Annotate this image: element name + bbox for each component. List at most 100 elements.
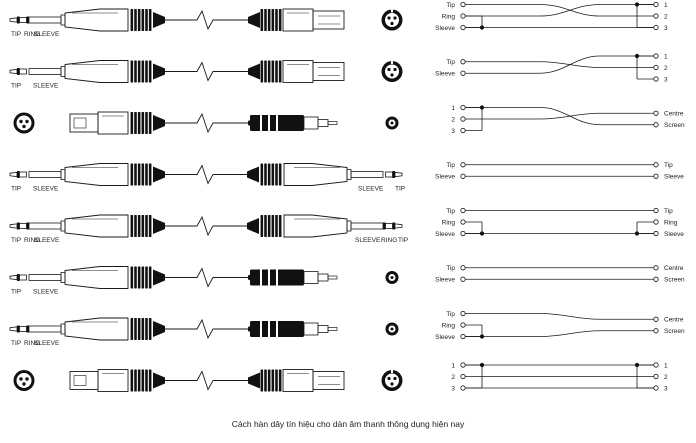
solder-junction [479, 362, 485, 368]
pin-terminal-left [460, 127, 466, 134]
wire [465, 4, 654, 17]
pin-terminal-left [460, 173, 466, 179]
pin-terminal-right [653, 207, 659, 214]
diagram-caption: Cách hàn dây tín hiệu cho dàn âm thanh t… [231, 419, 465, 429]
connector-label: RING [24, 237, 40, 244]
pin-label-left: 1 [451, 105, 455, 112]
solder-junction [634, 231, 640, 236]
pin-label-left: Tip [446, 2, 455, 9]
solder-junction [479, 105, 485, 110]
connector-label: RING [24, 340, 40, 347]
pin-label-left: Ring [442, 219, 456, 226]
pin-terminal-left [460, 373, 466, 380]
pin-terminal-right [653, 316, 659, 322]
connector-label: TIP [11, 83, 21, 90]
pin-label-right: Ring [664, 219, 678, 226]
pin-label-right: Centre [664, 111, 684, 118]
pin-label-right: 2 [664, 65, 668, 72]
pin-terminal-left [460, 265, 466, 271]
connector-label: TIP [395, 186, 405, 193]
pin-label-right: Centre [664, 265, 684, 272]
pin-label-right: Tip [664, 208, 673, 215]
wire [465, 313, 654, 320]
pin-terminal-right [653, 64, 659, 71]
pin-terminal-left [460, 219, 466, 225]
pin-label-right: Sleeve [664, 231, 684, 238]
pin-terminal-right [653, 122, 659, 128]
pin-label-right: Screen [664, 122, 685, 129]
rca-front-icon [385, 271, 399, 284]
pin-label-right: Screen [664, 277, 685, 284]
solder-junction [479, 334, 485, 339]
pin-label-right: Screen [664, 328, 685, 335]
pin-terminal-right [653, 162, 659, 168]
pin-terminal-left [460, 24, 466, 31]
pin-label-right: 3 [664, 76, 668, 83]
pin-label-left: Tip [446, 59, 455, 66]
pin-label-left: 2 [451, 116, 455, 123]
pin-terminal-left [460, 230, 466, 237]
rca-front-icon [385, 322, 399, 336]
pin-label-left: Tip [446, 265, 455, 272]
pin-terminal-left [460, 385, 466, 391]
xlr-male-front-icon [381, 9, 403, 31]
xlr-male-front-icon [381, 370, 403, 391]
pin-label-right: 2 [664, 13, 668, 20]
pin-terminal-left [460, 13, 466, 19]
rca-front-icon [385, 116, 399, 130]
pin-label-right: 3 [664, 385, 668, 392]
wire [465, 112, 654, 120]
wire [465, 4, 654, 17]
pin-terminal-right [653, 76, 659, 82]
pin-label-left: 2 [451, 374, 455, 381]
connector-label: SLEEVE [358, 186, 384, 193]
pin-terminal-left [460, 70, 466, 76]
pin-label-left: Sleeve [435, 71, 455, 78]
pin-terminal-right [653, 219, 659, 225]
connector-label: TIP [11, 31, 21, 38]
pin-terminal-left [460, 276, 466, 282]
connector-label: SLEEVE [34, 237, 60, 244]
solder-junction [479, 25, 485, 30]
pin-terminal-right [653, 1, 659, 8]
pin-label-left: Sleeve [435, 174, 455, 181]
pin-label-left: 3 [451, 128, 455, 135]
pin-label-right: 1 [664, 2, 668, 9]
pin-terminal-left [460, 116, 466, 122]
connector-label: SLEEVE [33, 83, 59, 90]
pin-terminal-left [460, 59, 466, 65]
pin-label-left: Sleeve [435, 277, 455, 284]
wire [465, 107, 654, 126]
pin-label-left: Sleeve [435, 334, 455, 341]
pin-label-left: 1 [451, 362, 455, 369]
connector-label: TIP [11, 237, 21, 244]
pin-terminal-left [460, 1, 466, 8]
pin-terminal-right [653, 328, 659, 334]
connector-label: TIP [398, 237, 408, 244]
pin-terminal-right [653, 24, 659, 31]
pin-label-right: 1 [664, 53, 668, 60]
wire [465, 330, 654, 337]
pin-terminal-right [653, 265, 659, 271]
pin-label-left: Tip [446, 162, 455, 169]
xlr-female-front-icon [13, 112, 35, 134]
solder-junction [634, 2, 640, 7]
pin-terminal-left [460, 362, 466, 368]
connector-label: SLEEVE [33, 186, 59, 193]
pin-label-right: 2 [664, 374, 668, 381]
pin-label-right: 1 [664, 362, 668, 369]
connector-label: SLEEVE [355, 237, 381, 244]
pin-label-left: Tip [446, 311, 455, 318]
connector-label: SLEEVE [33, 289, 59, 296]
